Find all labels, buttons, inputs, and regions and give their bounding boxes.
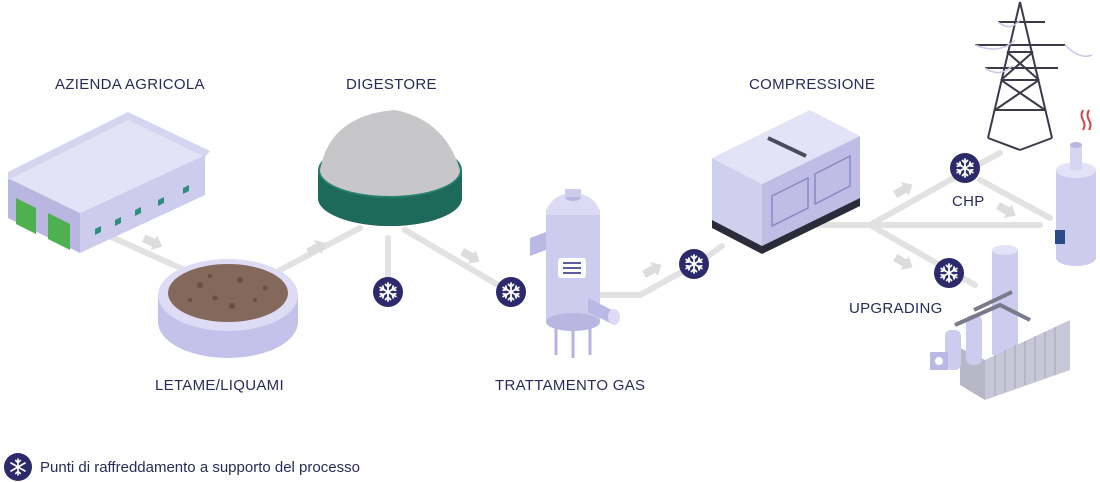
chp-unit-illustration <box>1055 109 1096 266</box>
compressor-illustration <box>712 110 860 254</box>
label-digester: DIGESTORE <box>346 76 437 93</box>
legend-text: Punti di raffreddamento a supporto del p… <box>40 458 360 476</box>
label-farm: AZIENDA AGRICOLA <box>55 76 205 93</box>
digester-illustration <box>318 110 462 226</box>
power-pylon-illustration <box>974 1 1093 151</box>
gas-treatment-illustration <box>530 189 620 358</box>
snowflake-icon <box>372 276 404 308</box>
snowflake-icon <box>495 276 527 308</box>
label-chp: CHP <box>952 193 985 210</box>
legend: Punti di raffreddamento a supporto del p… <box>4 453 360 481</box>
label-manure: LETAME/LIQUAMI <box>155 377 284 394</box>
upgrading-plant-illustration <box>930 245 1070 400</box>
snowflake-icon <box>4 453 32 481</box>
snowflake-icon <box>949 152 981 184</box>
snowflake-icon <box>933 257 965 289</box>
cooling-points <box>372 152 981 308</box>
label-compression: COMPRESSIONE <box>749 76 876 93</box>
label-gas-treatment: TRATTAMENTO GAS <box>495 377 646 394</box>
label-upgrading: UPGRADING <box>849 300 943 317</box>
process-pipes <box>97 150 1053 298</box>
manure-pit-illustration <box>158 259 298 358</box>
snowflake-icon <box>678 248 710 280</box>
farm-barn-illustration <box>8 112 210 253</box>
